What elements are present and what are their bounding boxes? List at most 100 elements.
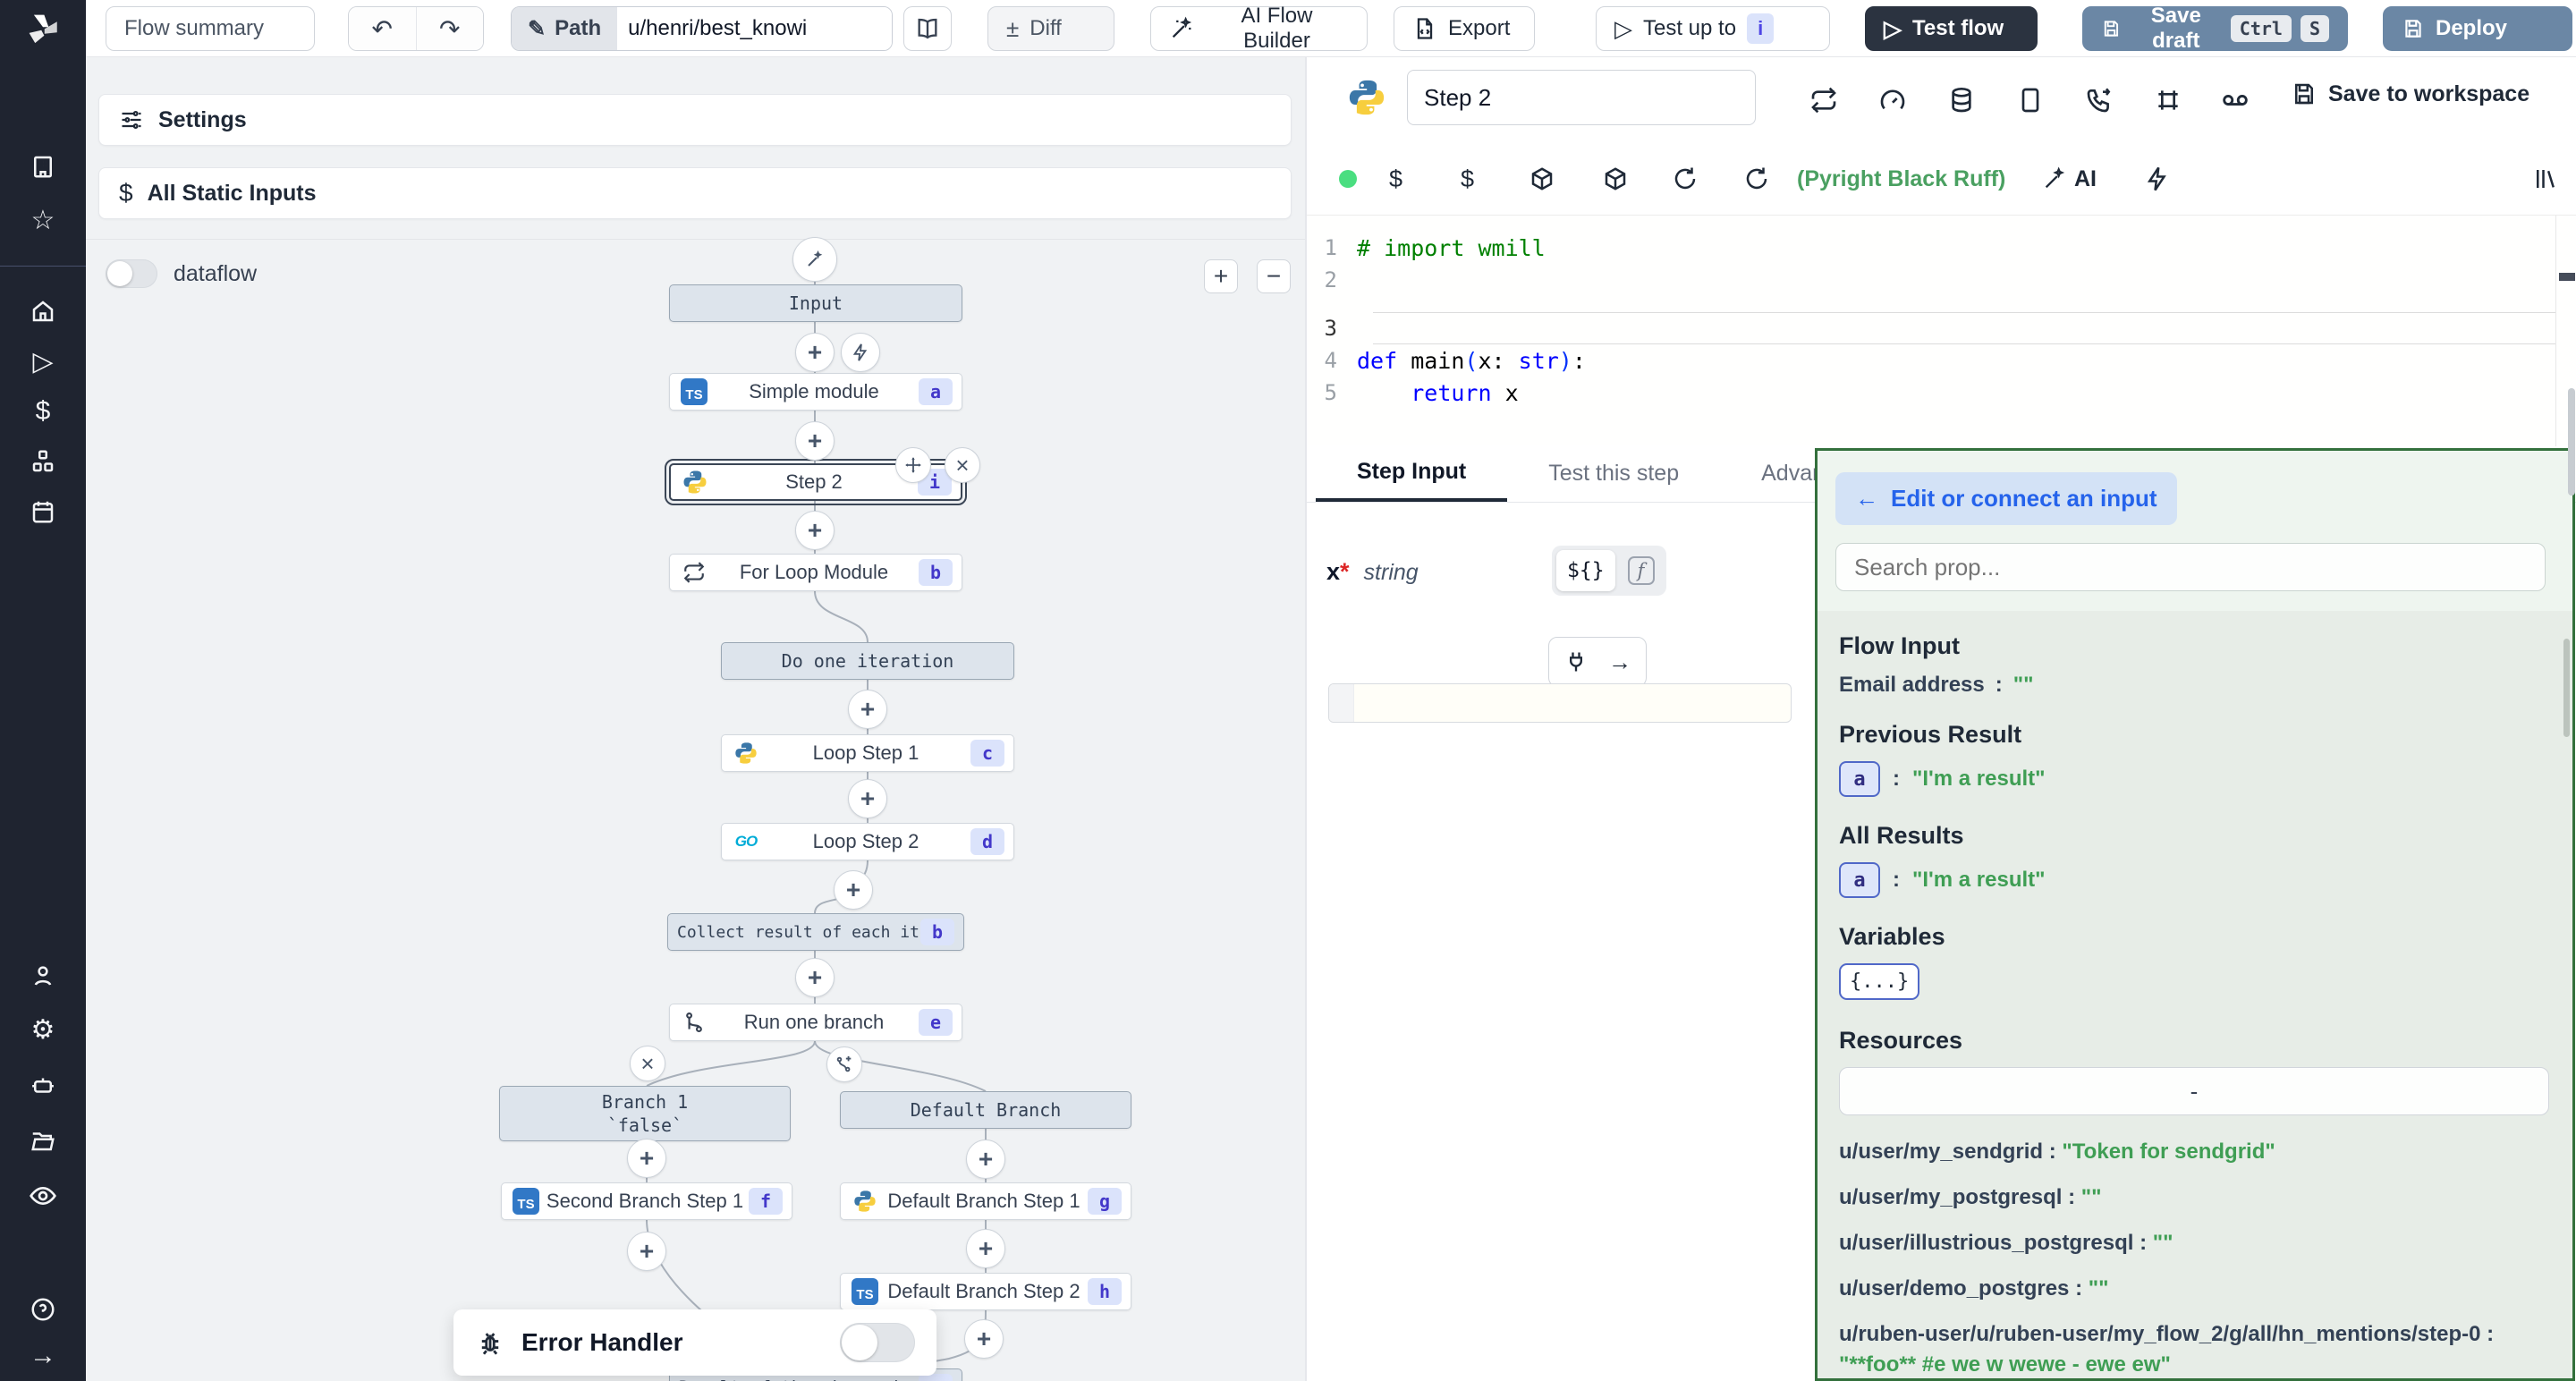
delete-step-button[interactable]: ×: [945, 447, 980, 483]
connect-scrollbar-thumb[interactable]: [2563, 639, 2570, 737]
code-editor[interactable]: 1 # import wmill 2 3 4 def main(x: str):…: [1307, 215, 2576, 446]
flow-summary-button[interactable]: Flow summary: [106, 6, 315, 51]
ai-assistant-button[interactable]: AI: [2042, 166, 2097, 192]
test-up-to-button[interactable]: ▷ Test up to i: [1596, 6, 1830, 51]
resource-row[interactable]: u/user/illustrious_postgresql : "": [1839, 1228, 2551, 1258]
node-second-branch-step-1[interactable]: TS Second Branch Step 1 f: [501, 1182, 792, 1220]
argument-value-input[interactable]: [1328, 683, 1792, 723]
node-run-one-branch[interactable]: Run one branch e: [669, 1004, 962, 1041]
redo-button[interactable]: ↷: [415, 7, 483, 50]
add-step-button[interactable]: +: [966, 1140, 1005, 1179]
add-step-button[interactable]: +: [795, 511, 835, 550]
package-button[interactable]: [1529, 165, 1555, 192]
trigger-button[interactable]: [841, 333, 880, 372]
cache-icon-button[interactable]: [1942, 80, 1981, 120]
diff-button[interactable]: ± Diff: [987, 6, 1114, 51]
zoom-out-button[interactable]: −: [1257, 259, 1291, 293]
node-loop-step-2[interactable]: GO Loop Step 2 d: [721, 823, 1014, 860]
add-step-button[interactable]: +: [627, 1232, 666, 1271]
save-draft-button[interactable]: Save draft Ctrl S: [2082, 4, 2348, 53]
restart-icon-button[interactable]: [1804, 80, 1843, 120]
add-step-button[interactable]: +: [795, 421, 835, 461]
suspend-icon-button[interactable]: [2080, 80, 2119, 120]
add-step-button[interactable]: +: [966, 1229, 1005, 1268]
add-branch-button[interactable]: [826, 1046, 862, 1082]
all-static-inputs-card[interactable]: $ All Static Inputs: [98, 167, 1292, 219]
resource-row[interactable]: u/user/my_sendgrid : "Token for sendgrid…: [1839, 1137, 2551, 1167]
sidebar-item-home[interactable]: [0, 292, 86, 331]
ai-wand-circle-button[interactable]: [792, 237, 837, 282]
variables-chip[interactable]: {...}: [1839, 963, 1920, 1000]
sidebar-item-schedules[interactable]: [0, 492, 86, 531]
ai-flow-builder-button[interactable]: AI Flow Builder: [1150, 4, 1368, 53]
path-label[interactable]: ✎ Path: [512, 7, 618, 50]
node-default-branch-step-1[interactable]: Default Branch Step 1 g: [840, 1182, 1131, 1220]
sidebar-item-audit-logs[interactable]: [0, 1176, 86, 1216]
node-collect-result[interactable]: Collect result of each iteration b: [667, 913, 964, 951]
sidebar-item-workers[interactable]: [0, 1065, 86, 1105]
path-input[interactable]: [617, 7, 892, 50]
save-to-workspace-button[interactable]: Save to workspace: [2291, 80, 2529, 107]
apply-arrow-button[interactable]: →: [1608, 648, 1631, 676]
node-input[interactable]: Input: [669, 284, 962, 322]
tab-step-input[interactable]: Step Input: [1316, 445, 1508, 502]
flow-input-row[interactable]: Email address : "": [1839, 673, 2551, 698]
sleep-icon-button[interactable]: [2148, 80, 2188, 120]
search-prop-input[interactable]: [1835, 543, 2546, 591]
plug-button[interactable]: [1563, 649, 1589, 674]
code-assistants-label[interactable]: (Pyright Black Ruff): [1797, 165, 2006, 191]
add-step-button[interactable]: +: [964, 1319, 1004, 1359]
deploy-button[interactable]: Deploy: [2383, 6, 2572, 51]
undo-button[interactable]: ↶: [349, 7, 416, 50]
add-step-button[interactable]: +: [834, 870, 873, 910]
sidebar-item-workspace[interactable]: [0, 147, 86, 186]
reset-button[interactable]: [1743, 165, 1770, 192]
gauge-icon-button[interactable]: [1873, 80, 1912, 120]
sidebar-item-favorites[interactable]: ☆: [0, 200, 86, 240]
library-button[interactable]: [2532, 165, 2559, 192]
sidebar-item-folders[interactable]: [0, 1121, 86, 1160]
sidebar-item-resources[interactable]: [0, 442, 86, 481]
resource-picker-button[interactable]: $: [1461, 165, 1474, 193]
reload-button[interactable]: [1672, 165, 1699, 192]
flow-canvas[interactable]: Settings $ All Static Inputs dataflow + …: [86, 57, 1306, 1381]
mock-icon-button[interactable]: [2011, 80, 2050, 120]
tab-test-this-step[interactable]: Test this step: [1507, 445, 1720, 502]
package-button[interactable]: [1602, 165, 1629, 192]
resource-row[interactable]: u/user/my_postgresql : "": [1839, 1182, 2551, 1213]
node-for-loop[interactable]: For Loop Module b: [669, 554, 962, 591]
format-button[interactable]: [2144, 165, 2171, 192]
node-default-branch-step-2[interactable]: TS Default Branch Step 2 h: [840, 1273, 1131, 1310]
add-step-button[interactable]: +: [848, 779, 887, 818]
sidebar-item-help[interactable]: [0, 1290, 86, 1329]
sidebar-item-users[interactable]: [0, 956, 86, 996]
remove-branch-button[interactable]: ×: [630, 1046, 665, 1081]
step-chip-a[interactable]: a: [1839, 862, 1880, 898]
test-flow-button[interactable]: ▷ Test flow: [1865, 6, 2038, 51]
step-chip-a[interactable]: a: [1839, 761, 1880, 797]
node-branch-1[interactable]: Branch 1 `false`: [499, 1086, 791, 1141]
variable-picker-button[interactable]: $: [1389, 165, 1402, 193]
sidebar-item-variables[interactable]: $: [0, 392, 86, 431]
expression-mode-button[interactable]: ${}: [1556, 550, 1615, 591]
voicemail-icon-button[interactable]: [2216, 80, 2255, 120]
error-handler-toggle[interactable]: [840, 1323, 915, 1362]
move-step-button[interactable]: [895, 447, 931, 483]
dataflow-toggle[interactable]: [106, 259, 157, 288]
panel-scrollbar-thumb[interactable]: [2568, 388, 2575, 496]
add-step-button[interactable]: +: [848, 690, 887, 729]
sidebar-item-runs[interactable]: ▷: [0, 342, 86, 381]
node-simple-module[interactable]: TS Simple module a: [669, 373, 962, 411]
add-step-button[interactable]: +: [795, 333, 835, 372]
node-loop-step-1[interactable]: Loop Step 1 c: [721, 734, 1014, 772]
docs-button[interactable]: [903, 6, 952, 51]
step-name-input[interactable]: [1407, 70, 1756, 125]
node-do-one-iteration[interactable]: Do one iteration: [721, 642, 1014, 680]
sidebar-collapse-button[interactable]: →: [0, 1336, 86, 1376]
add-step-button[interactable]: +: [627, 1139, 666, 1178]
resource-row[interactable]: u/user/demo_postgres : "": [1839, 1274, 2551, 1304]
export-button[interactable]: Export: [1394, 6, 1535, 51]
function-mode-button[interactable]: f: [1621, 550, 1662, 591]
zoom-in-button[interactable]: +: [1204, 259, 1238, 293]
edit-or-connect-button[interactable]: ← Edit or connect an input: [1835, 472, 2177, 525]
